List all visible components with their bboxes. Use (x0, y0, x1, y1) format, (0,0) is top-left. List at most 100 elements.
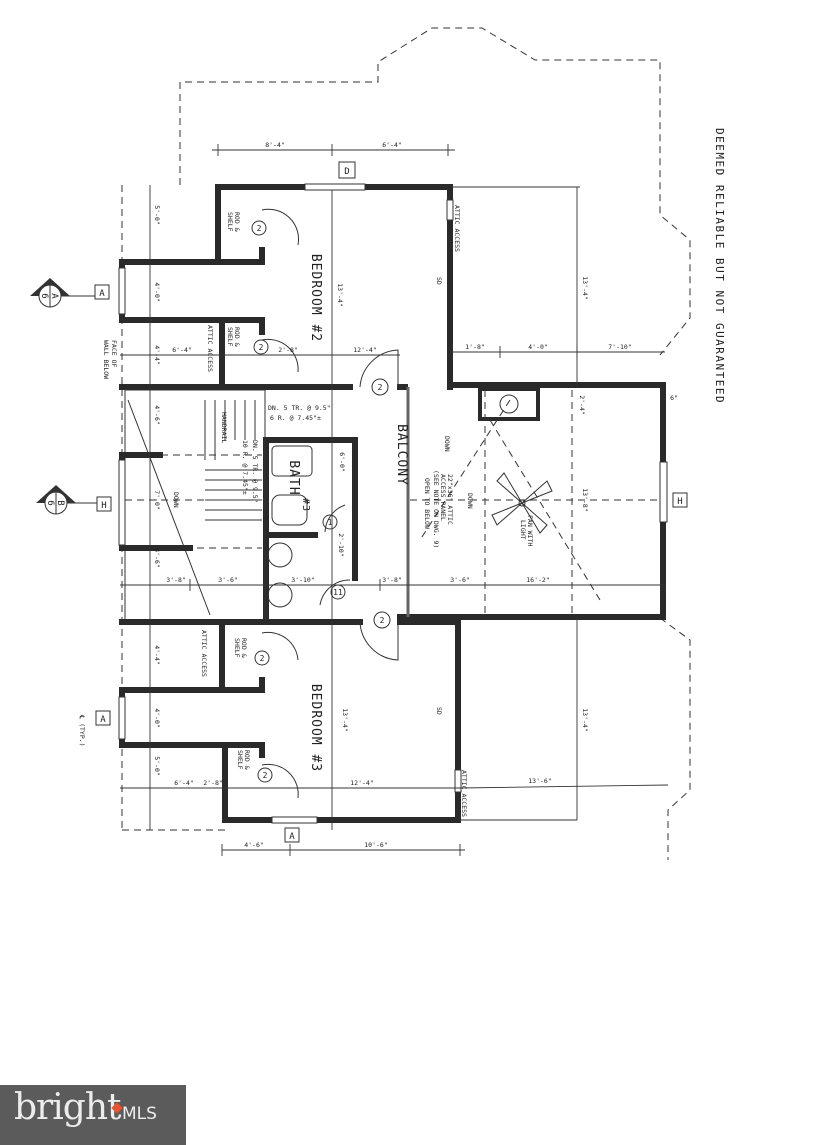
section-letter: B (55, 500, 65, 505)
dim: 3'-10" (291, 576, 314, 584)
dim: 4'-0" (528, 343, 548, 351)
dim: 13'-4" (336, 283, 344, 306)
marker-D: D (338, 161, 356, 179)
rod-shelf-note: SHELF (226, 327, 234, 347)
room-label-bedroom-2: BEDROOM #2 (308, 254, 323, 342)
dim: 13'-4" (581, 708, 589, 731)
dim: 16'-2" (526, 576, 549, 584)
dim: 2'-8" (278, 346, 298, 354)
dim: 6'-4" (172, 346, 192, 354)
rod-shelf-note: ROD & (233, 212, 241, 232)
stair-note: 10 R. @ 7.45"± (241, 440, 249, 495)
fan-note: FAN WITH (526, 515, 534, 546)
dim: 12'-4" (353, 346, 376, 354)
stairs (124, 389, 266, 621)
door-tag: 2 (373, 611, 391, 629)
rod-shelf-note: ROD & (233, 327, 241, 347)
dim: 2'-4" (578, 395, 586, 415)
room-label-balcony: BALCONY (394, 424, 409, 486)
dim: 4'-4" (153, 345, 161, 365)
smoke-detector-label: SD (435, 277, 443, 285)
rod-shelf-note: SHELF (226, 212, 234, 232)
dim: 6'-4" (174, 779, 194, 787)
svg-text:2: 2 (378, 383, 383, 392)
bedroom-2-walls (119, 184, 453, 390)
face-of-wall-note: WALL BELOW (102, 340, 110, 379)
dim: 5'-0" (153, 205, 161, 225)
door-tag: 1 (322, 514, 338, 530)
svg-text:2: 2 (380, 616, 385, 625)
marker-A: A (284, 827, 300, 843)
dim: 4'-4" (153, 645, 161, 665)
handrail-note: HANDRAIL (220, 412, 228, 443)
dim: 13'-4" (581, 276, 589, 299)
door-tag: 2 (251, 220, 267, 236)
door-tag: 2 (254, 650, 270, 666)
dim: 7'-0" (153, 490, 161, 510)
ceiling-fan-icon (491, 472, 553, 534)
marker-H: H (96, 496, 112, 512)
attic-panel-note: (SEE NOTE ON DWG. 9) (432, 470, 440, 548)
svg-text:A: A (99, 289, 105, 299)
attic-access-note: ATTIC ACCESS (453, 205, 461, 252)
section-marker-A6: A 6 (30, 278, 95, 308)
room-label-bedroom-3: BEDROOM #3 (308, 684, 323, 772)
open-to-below-note: OPEN TO BELOW (423, 478, 431, 529)
dim: 4'-6" (153, 548, 161, 568)
smoke-detector-label: SD (435, 707, 443, 715)
dim: 2'-8" (203, 779, 223, 787)
stair-note: DN. 5 TR. @ 9.5" (251, 440, 259, 503)
svg-text:H: H (101, 501, 106, 511)
logo-brand: bright (14, 1087, 121, 1128)
fan-note: LIGHT (519, 520, 527, 540)
stair-note: DN. 5 TR. @ 9.5" (268, 404, 331, 412)
dim: 6'-0" (338, 452, 346, 472)
attic-access-note: ATTIC ACCESS (206, 325, 214, 372)
marker-A: A (94, 284, 110, 300)
rod-shelf-note: SHELF (236, 750, 244, 770)
door-tag: 11 (330, 584, 346, 600)
dim: 2'-10" (337, 533, 345, 556)
dim: 3'-6" (450, 576, 470, 584)
dim: 13'-4" (341, 708, 349, 731)
room-label-bath: BATH (286, 460, 301, 495)
svg-text:11: 11 (333, 588, 343, 597)
door-tag: 2 (371, 378, 389, 396)
dimension-labels: 8'-4" 6'-4" 13'-4" 13'-4" 1'-8" 4'-0" 7'… (153, 141, 678, 849)
room-label-bath-number: #3 (300, 498, 311, 512)
svg-text:2: 2 (260, 654, 265, 663)
windows (118, 183, 668, 824)
dim: 4'-0" (153, 708, 161, 728)
attic-access-note: ATTIC ACCESS (200, 630, 208, 677)
svg-text:A: A (289, 832, 295, 842)
down-note: DOWN (172, 492, 180, 508)
face-of-wall-note: FACE OF (110, 340, 118, 367)
dim: 13'-6" (528, 777, 551, 785)
logo-suffix: MLS (122, 1104, 157, 1124)
svg-text:2: 2 (257, 224, 262, 233)
bath-walls (263, 437, 358, 623)
dim: 6" (670, 394, 678, 402)
section-sheet: 6 (45, 500, 55, 505)
svg-text:2: 2 (259, 343, 264, 352)
svg-text:D: D (344, 167, 349, 177)
section-letter: A (49, 293, 59, 299)
section-sheet: 6 (39, 293, 49, 298)
dim: 7'-10" (608, 343, 631, 351)
marker-H: H (672, 492, 688, 508)
down-note: DOWN (466, 493, 474, 509)
bright-mls-logo: bright MLS (0, 1085, 186, 1145)
svg-text:2: 2 (263, 771, 268, 780)
svg-text:A: A (100, 715, 106, 725)
down-note: DOWN (443, 436, 451, 452)
svg-text:1: 1 (328, 518, 333, 527)
dim: 5'-0" (153, 756, 161, 776)
rod-shelf-note: ROD & (243, 750, 251, 770)
rod-shelf-note: ROD & (240, 638, 248, 658)
dim: 10'-6" (364, 841, 387, 849)
attic-panel-note: ACCESS PANEL (439, 474, 447, 521)
dim: 4'-6" (153, 405, 161, 425)
stair-note: 6 R. @ 7.45"± (270, 414, 321, 422)
dim: 4'-0" (153, 282, 161, 302)
